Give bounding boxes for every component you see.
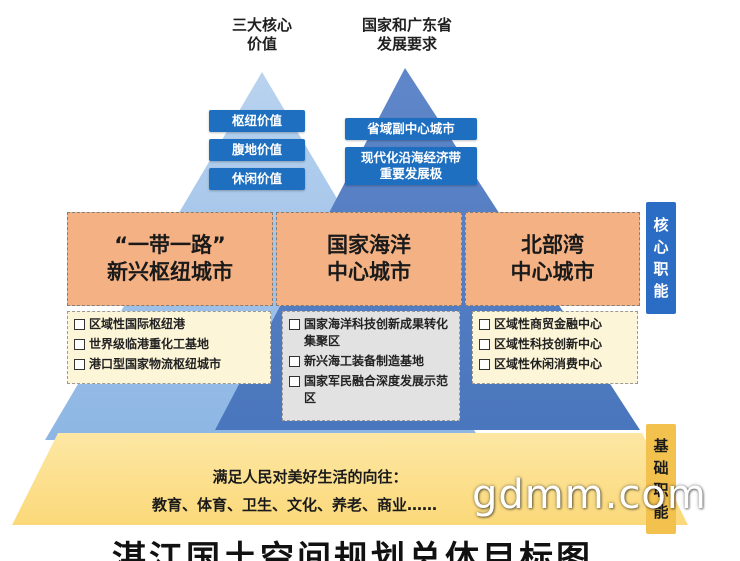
side-tag-char: 职	[653, 481, 669, 499]
core-value-pill-hub: 枢纽价值	[209, 110, 305, 132]
side-tag-core-function: 核 心 职 能	[646, 202, 676, 314]
core-value-pill-hinterland: 腹地价值	[209, 139, 305, 161]
list-item-text: 国家军民融合深度发展示范区	[304, 374, 449, 405]
checkbox-square-icon	[289, 376, 300, 387]
requirements-heading: 国家和广东省 发展要求	[347, 16, 467, 54]
side-tag-char: 能	[653, 503, 669, 521]
checkbox-square-icon	[289, 356, 300, 367]
core-value-pill-leisure: 休闲价值	[209, 168, 305, 190]
core-value-label: 腹地价值	[231, 142, 282, 157]
watermark-text: gdmm.com	[472, 472, 707, 518]
list-item-text: 区域性科技创新中心	[494, 337, 603, 351]
function-box-marine-center: 国家海洋 中心城市	[276, 212, 462, 306]
checkbox-square-icon	[74, 339, 85, 350]
list-item-text: 区域性国际枢纽港	[89, 317, 186, 331]
requirements-heading-line2: 发展要求	[376, 35, 437, 53]
checkbox-square-icon	[479, 339, 490, 350]
side-tag-char: 核	[653, 216, 669, 234]
side-tag-base-function: 基 础 职 能	[646, 424, 676, 534]
list-item-text: 国家海洋科技创新成果转化集聚区	[304, 317, 449, 348]
list-left: 区域性国际枢纽港 世界级临港重化工基地 港口型国家物流枢纽城市	[67, 311, 271, 384]
function-box-line1: 国家海洋	[327, 233, 411, 257]
list-item-text: 区域性休闲消费中心	[494, 357, 603, 371]
list-item: 港口型国家物流枢纽城市	[74, 356, 264, 373]
checkbox-square-icon	[74, 319, 85, 330]
list-item-text: 区域性商贸金融中心	[494, 317, 603, 331]
list-item: 区域性科技创新中心	[479, 336, 631, 353]
side-tag-char: 础	[653, 459, 669, 477]
list-item-text: 港口型国家物流枢纽城市	[89, 357, 222, 371]
list-middle: 国家海洋科技创新成果转化集聚区 新兴海工装备制造基地 国家军民融合深度发展示范区	[282, 311, 460, 421]
side-tag-char: 职	[653, 260, 669, 278]
list-item: 区域性国际枢纽港	[74, 316, 264, 333]
list-item: 世界级临港重化工基地	[74, 336, 264, 353]
function-box-belt-road: “一带一路” 新兴枢纽城市	[67, 212, 273, 306]
checkbox-square-icon	[479, 319, 490, 330]
checkbox-square-icon	[479, 359, 490, 370]
function-box-line2: 中心城市	[510, 260, 595, 284]
requirement-label: 省域副中心城市	[367, 121, 455, 136]
list-item: 区域性休闲消费中心	[479, 356, 631, 373]
requirement-label-line1: 现代化沿海经济带	[360, 150, 461, 165]
base-text-line2: 教育、体育、卫生、文化、养老、商业……	[152, 496, 438, 514]
base-text-line1: 满足人民对美好生活的向往：	[212, 468, 408, 486]
checkbox-square-icon	[74, 359, 85, 370]
core-value-label: 休闲价值	[231, 171, 282, 186]
function-box-line1: “一带一路”	[114, 233, 226, 257]
function-box-line2: 新兴枢纽城市	[107, 260, 233, 284]
function-box-beibu-gulf: 北部湾 中心城市	[465, 212, 640, 306]
list-item: 区域性商贸金融中心	[479, 316, 631, 333]
side-tag-char: 能	[653, 282, 669, 300]
page-title: 湛江国土空间规划总体目标图	[112, 539, 593, 561]
requirement-pill-sub-center: 省域副中心城市	[345, 118, 477, 140]
checkbox-square-icon	[289, 319, 300, 330]
core-value-label: 枢纽价值	[231, 113, 282, 128]
requirements-heading-line1: 国家和广东省	[361, 16, 452, 34]
core-values-heading-line2: 价值	[246, 35, 277, 53]
requirement-pill-coastal-belt: 现代化沿海经济带 重要发展极	[345, 147, 477, 185]
core-values-heading: 三大核心 价值	[212, 16, 312, 54]
base-band	[12, 433, 688, 525]
list-item: 国家海洋科技创新成果转化集聚区	[289, 316, 453, 350]
function-box-line2: 中心城市	[327, 260, 411, 284]
list-item: 新兴海工装备制造基地	[289, 353, 453, 370]
list-item: 国家军民融合深度发展示范区	[289, 373, 453, 407]
function-box-line1: 北部湾	[521, 233, 584, 257]
side-tag-char: 基	[653, 437, 669, 455]
core-values-heading-line1: 三大核心	[231, 16, 292, 34]
list-right: 区域性商贸金融中心 区域性科技创新中心 区域性休闲消费中心	[472, 311, 638, 384]
side-tag-char: 心	[653, 238, 669, 256]
requirement-label-line2: 重要发展极	[379, 166, 443, 181]
list-item-text: 世界级临港重化工基地	[89, 337, 210, 351]
list-item-text: 新兴海工装备制造基地	[304, 354, 425, 368]
